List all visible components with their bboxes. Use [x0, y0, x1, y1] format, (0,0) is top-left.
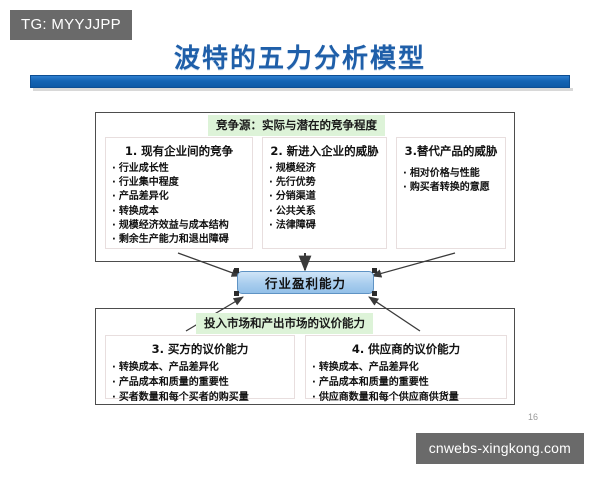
arrow-connectors [177, 252, 456, 332]
force-items: 转换成本、产品差异化 产品成本和质量的重要性 供应商数量和每个供应商供货量 [312, 360, 500, 405]
force-title: 4. 供应商的议价能力 [351, 342, 461, 356]
list-item: 买者数量和每个买者的购买量 [112, 390, 288, 405]
force-items: 规模经济 先行优势 分销渠道 公共关系 法律障碍 [269, 162, 380, 233]
list-item: 法律障碍 [269, 219, 380, 233]
list-item: 产品差异化 [112, 190, 246, 204]
list-item: 先行优势 [269, 176, 380, 190]
list-item: 购买者转换的意愿 [403, 181, 499, 195]
list-item: 供应商数量和每个供应商供货量 [312, 390, 500, 405]
bottom-group-label: 投入市场和产出市场的议价能力 [196, 313, 373, 334]
list-item: 转换成本 [112, 205, 246, 219]
force-box-substitutes[interactable]: 3.替代产品的威胁 相对价格与性能 购买者转换的意愿 [396, 137, 506, 249]
selection-handle[interactable] [234, 291, 239, 296]
list-item: 规模经济效益与成本结构 [112, 219, 246, 233]
center-box-industry-profitability[interactable]: 行业盈利能力 [237, 271, 374, 294]
selection-handle[interactable] [372, 268, 377, 273]
list-item: 相对价格与性能 [403, 167, 499, 181]
force-box-supplier-power[interactable]: 4. 供应商的议价能力 转换成本、产品差异化 产品成本和质量的重要性 供应商数量… [305, 335, 507, 403]
force-items: 转换成本、产品差异化 产品成本和质量的重要性 买者数量和每个买者的购买量 [112, 360, 288, 405]
force-box-rivalry[interactable]: 1. 现有企业间的竞争 行业成长性 行业集中程度 产品差异化 转换成本 规模经济… [105, 137, 253, 249]
list-item: 分销渠道 [269, 190, 380, 204]
list-item: 产品成本和质量的重要性 [312, 375, 500, 390]
title-underline-shadow [33, 88, 573, 91]
force-title: 2. 新进入企业的威胁 [270, 144, 379, 158]
force-title: 1. 现有企业间的竞争 [124, 144, 234, 158]
list-item: 剩余生产能力和退出障碍 [112, 233, 246, 247]
page-title: 波特的五力分析模型 [173, 44, 426, 74]
five-forces-diagram: 竞争源：实际与潜在的竞争程度 投入市场和产出市场的议价能力 1. 现有企业间的竞… [0, 95, 600, 425]
selection-handle[interactable] [234, 268, 239, 273]
list-item: 公共关系 [269, 205, 380, 219]
force-title: 3. 买方的议价能力 [151, 342, 249, 356]
force-box-new-entrants[interactable]: 2. 新进入企业的威胁 规模经济 先行优势 分销渠道 公共关系 法律障碍 [262, 137, 387, 249]
page-number: 16 [527, 412, 538, 422]
list-item: 行业成长性 [112, 162, 246, 176]
watermark: cnwebs-xingkong.com [415, 433, 584, 464]
force-title: 3.替代产品的威胁 [404, 144, 498, 158]
force-items: 相对价格与性能 购买者转换的意愿 [403, 167, 499, 195]
tg-tag: TG: MYYJJPP [10, 10, 132, 40]
list-item: 产品成本和质量的重要性 [112, 375, 288, 390]
list-item: 规模经济 [269, 162, 380, 176]
list-item: 转换成本、产品差异化 [312, 360, 500, 375]
top-group-label: 竞争源：实际与潜在的竞争程度 [208, 115, 385, 136]
force-items: 行业成长性 行业集中程度 产品差异化 转换成本 规模经济效益与成本结构 剩余生产… [112, 162, 246, 247]
list-item: 行业集中程度 [112, 176, 246, 190]
selection-handle[interactable] [372, 291, 377, 296]
force-box-buyer-power[interactable]: 3. 买方的议价能力 转换成本、产品差异化 产品成本和质量的重要性 买者数量和每… [105, 335, 295, 403]
list-item: 转换成本、产品差异化 [112, 360, 288, 375]
title-underline-bar [30, 75, 570, 88]
